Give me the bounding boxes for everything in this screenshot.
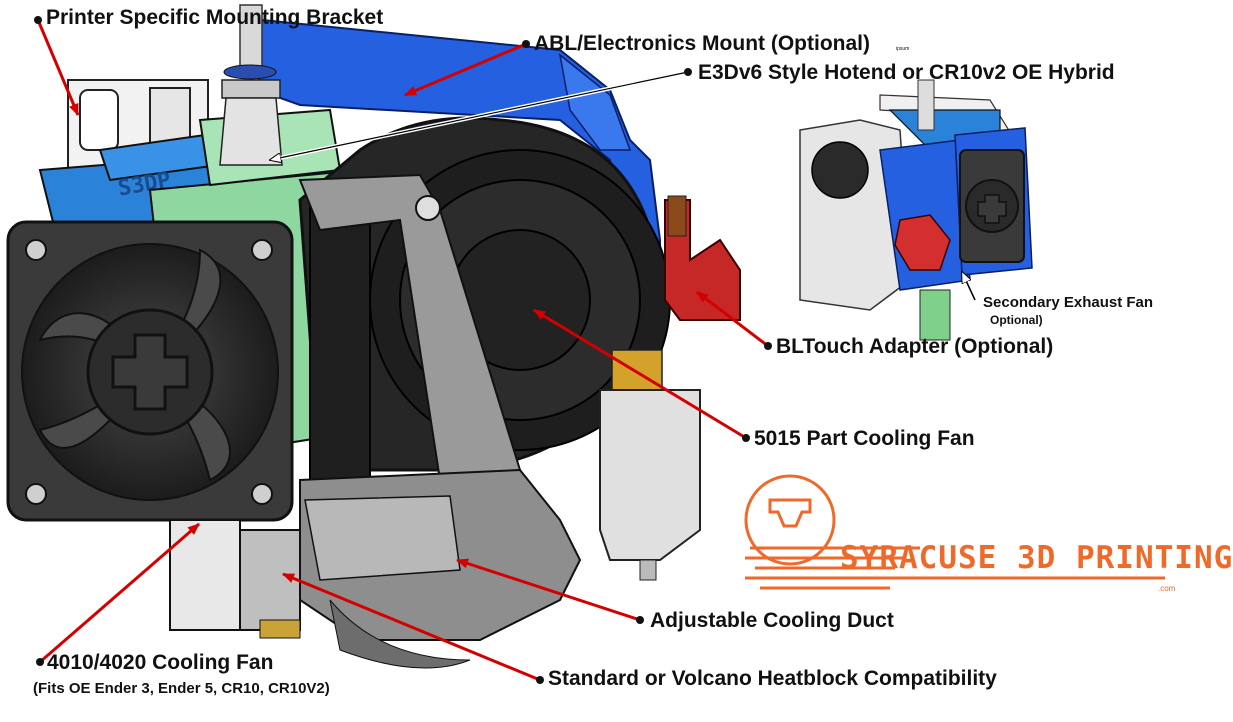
label-cooling-fan-fits: (Fits OE Ender 3, Ender 5, CR10, CR10V2) — [33, 680, 330, 697]
label-part-fan: 5015 Part Cooling Fan — [754, 427, 975, 450]
logo-suffix: .com — [1158, 584, 1176, 593]
arrow-heatblock — [282, 572, 541, 682]
label-abl-tag: ipsum — [896, 46, 910, 52]
logo-name: SYRACUSE 3D PRINTING — [840, 540, 1233, 576]
label-secondary-fan-note: Optional) — [990, 313, 1043, 327]
label-heatblock: Standard or Volcano Heatblock Compatibil… — [548, 667, 997, 690]
heatblock — [169, 519, 301, 639]
main-assembly: S3DP — [6, 4, 741, 669]
arrow-part-fan — [533, 308, 747, 440]
logo-graphic — [744, 474, 1165, 590]
label-bltouch: BLTouch Adapter (Optional) — [776, 335, 1054, 358]
cooling-fan-4010 — [6, 220, 294, 522]
cooling-duct — [299, 468, 582, 669]
label-hotend: E3Dv6 Style Hotend or CR10v2 OE Hybrid — [698, 61, 1115, 84]
arrow-secondary-fan — [962, 272, 976, 301]
arrow-cooling-duct — [456, 558, 641, 622]
bltouch-adapter — [664, 195, 741, 321]
label-abl-mount: ABL/Electronics Mount (Optional) — [534, 32, 870, 55]
inset-assembly — [799, 79, 1033, 341]
arrow-cooling-fan — [39, 522, 200, 664]
label-secondary-fan: Secondary Exhaust Fan — [983, 294, 1154, 311]
arrow-hotend-outline — [270, 71, 689, 160]
arrow-bltouch — [696, 290, 769, 348]
label-cooling-duct: Adjustable Cooling Duct — [650, 609, 894, 632]
label-mounting-bracket: Printer Specific Mounting Bracket — [46, 6, 384, 29]
hotend — [219, 4, 283, 166]
bltouch-probe — [599, 349, 701, 581]
label-cooling-fan: 4010/4020 Cooling Fan — [47, 651, 274, 674]
arrow-abl-mount — [404, 42, 527, 97]
callout-arrows — [34, 16, 976, 684]
arrow-mounting-bracket — [36, 19, 80, 116]
